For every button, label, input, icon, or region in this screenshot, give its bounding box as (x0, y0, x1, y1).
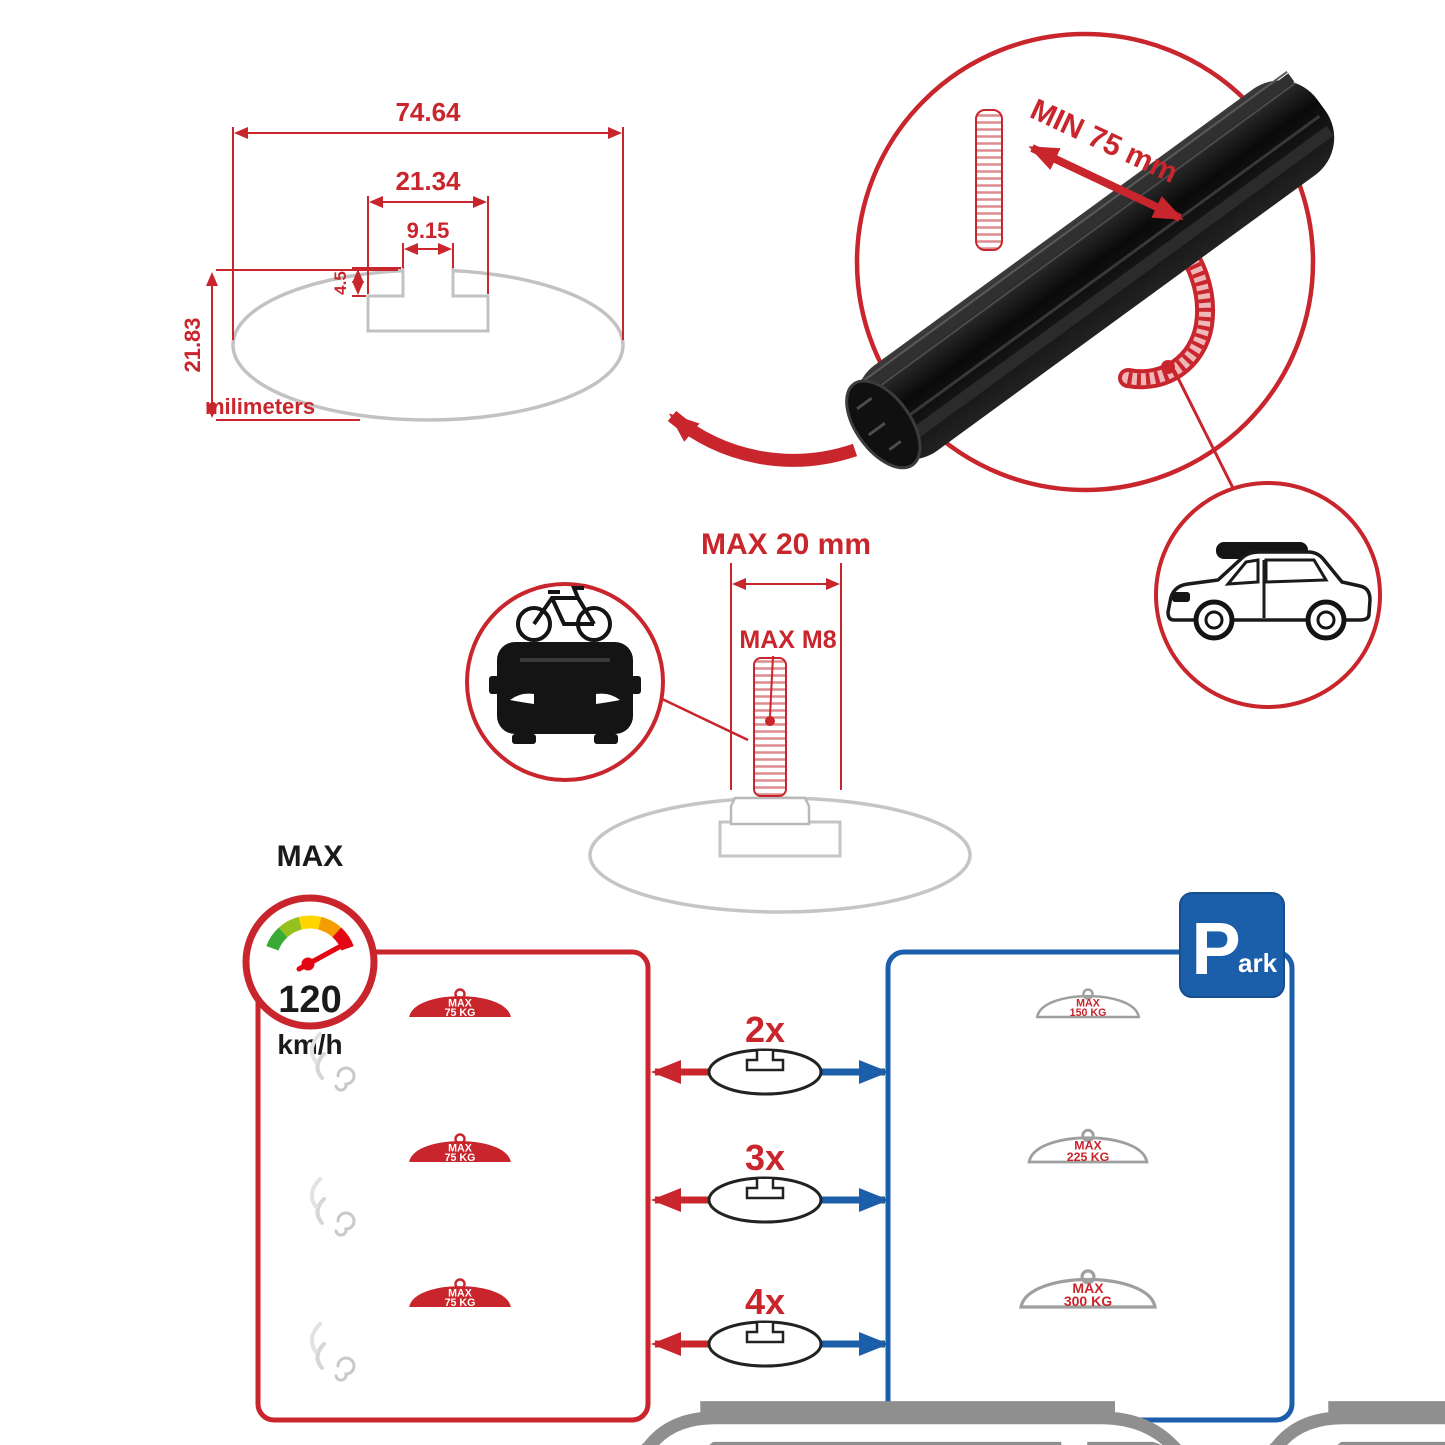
cargo-max-label: MAX (1072, 1280, 1104, 1296)
speed-limit-group: MAX (277, 840, 344, 873)
park-sign-rest: ark (1238, 948, 1278, 978)
profile-cross-section-diagram: 74.64 21.34 9.15 4.5 21.83 mili (180, 97, 625, 422)
park-sign-letter: P (1191, 907, 1240, 990)
bike-car-circle (465, 582, 749, 782)
driving-car-3: MAX 75 KG (309, 1278, 511, 1382)
dim-total-width-value: 74.64 (395, 97, 461, 127)
row2-profile-icon (707, 1176, 823, 1224)
driving-car-1: MAX 75 KG (309, 988, 1445, 1445)
row2-multiplier-label: 3x (745, 1137, 785, 1178)
suv-icon (1166, 542, 1372, 641)
cargo-load-label: 300 KG (1064, 1293, 1112, 1309)
bike-icon (516, 586, 612, 642)
cargo-max-label: MAX (448, 997, 473, 1009)
multiplier-row-1: 2x (651, 1009, 889, 1096)
dim-total-height (206, 269, 398, 421)
driving-car-1-cargo: MAX 75 KG (409, 988, 511, 1019)
cargo-max-label: MAX (1074, 1139, 1102, 1153)
bolt-detail: MAX 20 mm MAX M8 (588, 528, 972, 914)
dim-total-width (232, 127, 624, 340)
clamp-threaded-rod-icon (975, 109, 1003, 251)
dim-slot-depth-value: 4.5 (331, 271, 350, 295)
suv-roofbox-circle (1154, 481, 1382, 709)
units-label: milimeters (205, 394, 315, 419)
car-front-icon (489, 642, 641, 744)
speed-unit-label: km/h (277, 1029, 342, 1060)
parked-car-1-cargo: MAX 150 KG (1035, 988, 1141, 1019)
row1-multiplier-label: 2x (745, 1009, 785, 1050)
park-sign: P ark (1179, 892, 1285, 998)
driving-car-2: MAX 75 KG (309, 1133, 511, 1237)
dim-slot-width (402, 243, 454, 268)
bolt-length-label: MAX 20 mm (701, 528, 871, 561)
parked-car-3-cargo: MAX 300 KG (1019, 1269, 1157, 1309)
cargo-load-label: 75 KG (445, 1297, 476, 1309)
cargo-max-label: MAX (448, 1287, 473, 1299)
dim-bolt-length (730, 563, 842, 790)
dim-slot-depth (352, 267, 401, 297)
dim-slot-width-value: 9.15 (407, 218, 450, 243)
bolt-head-icon (729, 796, 811, 826)
dim-total-height-value: 21.83 (180, 317, 205, 372)
parked-car-3: MAX 300 KG (1019, 1269, 1157, 1309)
cargo-max-label: MAX (1076, 997, 1101, 1009)
row3-profile-icon (707, 1320, 823, 1368)
driving-car-2-cargo: MAX 75 KG (409, 1133, 511, 1164)
multiplier-row-3: 4x (651, 1281, 889, 1368)
bolt-thread-dot (765, 716, 775, 726)
dim-channel-width (367, 196, 489, 294)
crossbar-3d-icon (845, 70, 1335, 470)
profile-t-slot (366, 267, 490, 333)
parked-panel (885, 949, 1295, 1423)
speed-value: 120 (278, 979, 341, 1021)
bar-to-section-arrow-icon (667, 411, 858, 467)
min-width-arrow-icon (1028, 144, 1184, 222)
clamp-detail-circle: MIN 75 mm (845, 31, 1335, 493)
parked-car-2-cargo: MAX 225 KG (1027, 1128, 1149, 1164)
bolt-thread-label: MAX M8 (739, 626, 836, 654)
bolt-shaft-icon (753, 657, 787, 797)
speedometer-icon: 120 (242, 894, 378, 1030)
parked-car-1: MAX 150 KG (993, 988, 1445, 1445)
clamp-to-suv-connector (1172, 369, 1236, 491)
bike-car-to-bolt-connector (659, 696, 749, 742)
cargo-load-label: 225 KG (1067, 1150, 1110, 1164)
cargo-load-label: 75 KG (445, 1007, 476, 1019)
row1-profile-icon (707, 1048, 823, 1096)
dim-channel-width-value: 21.34 (395, 166, 461, 196)
parked-car-2: MAX 225 KG (1027, 1128, 1149, 1164)
cargo-load-label: 75 KG (445, 1152, 476, 1164)
row3-multiplier-label: 4x (745, 1281, 785, 1322)
multiplier-row-2: 3x (651, 1137, 889, 1224)
cargo-load-label: 150 KG (1070, 1007, 1107, 1019)
driving-car-3-cargo: MAX 75 KG (409, 1278, 511, 1309)
bolt-thread-leader (769, 655, 774, 717)
speed-max-label: MAX (277, 840, 344, 873)
cargo-max-label: MAX (448, 1142, 473, 1154)
driving-panel (255, 949, 651, 1423)
